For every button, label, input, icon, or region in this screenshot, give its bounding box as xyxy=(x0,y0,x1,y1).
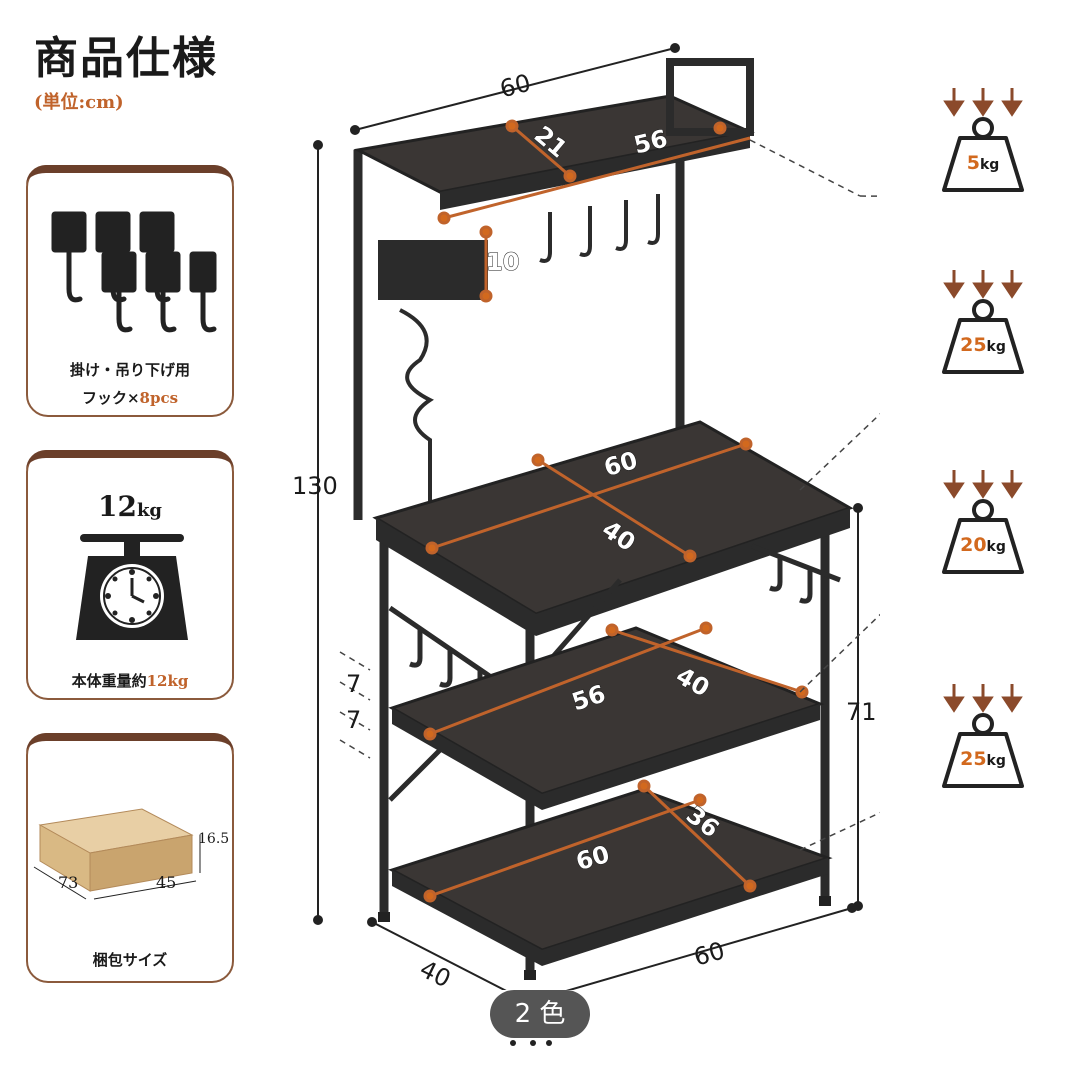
carousel-dot xyxy=(546,1040,552,1046)
package-caption: 梱包サイズ xyxy=(92,951,168,969)
carousel-dot xyxy=(530,1040,536,1046)
load-capacity-middle-label: 20kg xyxy=(960,534,1006,556)
weight-arrow-icon xyxy=(942,684,1024,788)
weight-arrow-icon xyxy=(942,270,1024,374)
hooks-caption-line1: 掛け・吊り下げ用 xyxy=(69,361,190,379)
color-variant-badge[interactable]: 2 色 xyxy=(490,990,590,1038)
dim-gap-1: 7 xyxy=(346,670,362,698)
weight-card: 12kg 本体重量約12kg xyxy=(26,450,234,700)
weight-arrow-icon xyxy=(942,470,1024,574)
weight-arrow-icon xyxy=(942,88,1024,192)
carousel-dot xyxy=(510,1040,516,1046)
rack-illustration xyxy=(313,43,880,990)
page-title: 商品仕様 xyxy=(34,33,218,84)
hooks-caption-line2: フック×8pcs xyxy=(81,389,179,407)
dim-total-height: 130 xyxy=(292,472,338,500)
unit-label: (単位:cm) xyxy=(34,92,124,113)
load-capacity-bottom-label: 25kg xyxy=(960,748,1006,770)
load-capacity-top-label: 5kg xyxy=(966,152,1000,174)
scale-value: 12kg xyxy=(97,490,163,523)
package-length: 73 xyxy=(58,873,79,892)
load-capacity-top: 5kg xyxy=(938,86,1028,196)
load-capacity-main: 25kg xyxy=(938,268,1028,378)
load-capacity-main-label: 25kg xyxy=(960,334,1006,356)
package-box-icon xyxy=(33,808,201,900)
package-width: 45 xyxy=(156,873,177,892)
dim-lower-height: 71 xyxy=(846,698,877,726)
load-capacity-middle: 20kg xyxy=(938,468,1028,578)
scale-icon xyxy=(76,534,188,640)
package-card: 16.5 73 45 梱包サイズ xyxy=(26,733,234,983)
hooks-icon xyxy=(51,211,217,333)
dim-hook-bar: 10 xyxy=(485,248,520,277)
load-capacity-bottom: 25kg xyxy=(938,682,1028,792)
package-height: 16.5 xyxy=(198,831,230,847)
hooks-card: 掛け・吊り下げ用 フック×8pcs xyxy=(26,165,234,417)
weight-caption: 本体重量約12kg xyxy=(71,672,189,690)
dim-gap-2: 7 xyxy=(346,706,362,734)
